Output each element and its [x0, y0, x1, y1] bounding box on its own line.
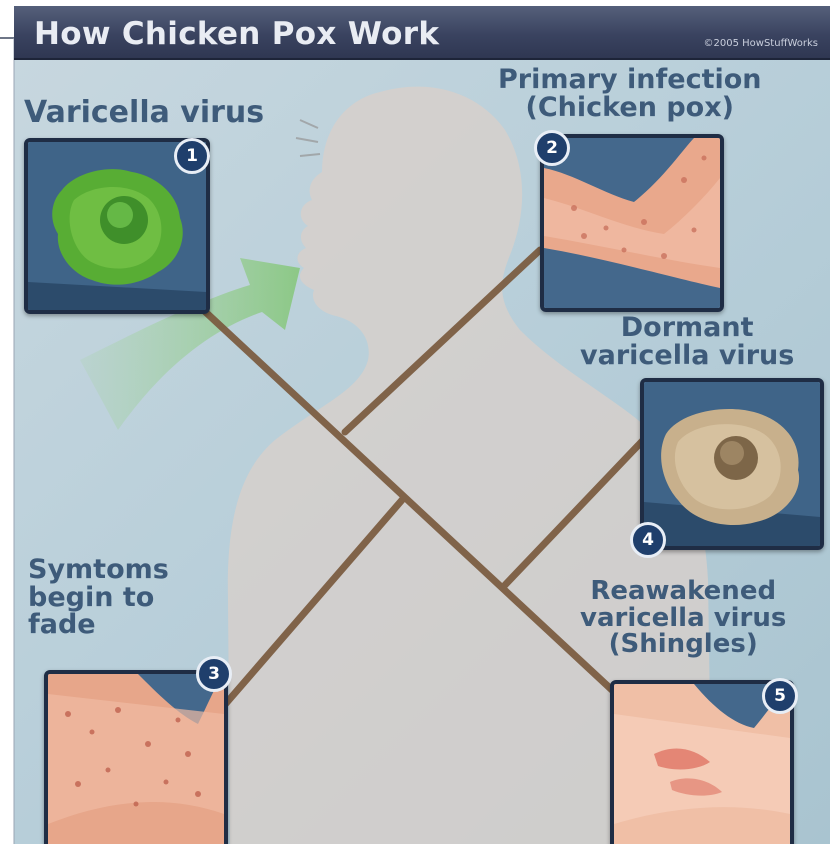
dormant-virus-icon [644, 382, 820, 546]
stage-3-label-line: begin to [28, 584, 169, 612]
stage-1-label: Varicella virus [24, 98, 264, 129]
stage-2-panel [540, 134, 724, 312]
stage-3-label-line: Symtoms [28, 556, 169, 584]
stage-4-badge: 4 [630, 522, 666, 558]
stage-5-label: Reawakened varicella virus (Shingles) [580, 578, 786, 658]
stage-5-label-line: varicella virus [580, 605, 786, 632]
stage-3-label-line: fade [28, 611, 169, 639]
stage-2-label-line: (Chicken pox) [498, 94, 762, 122]
rash-elbow-icon [48, 674, 224, 844]
stage-3-label: Symtoms begin to fade [28, 556, 169, 639]
stage-2-label-line: Primary infection [498, 66, 762, 94]
stage-4-label-line: Dormant [580, 314, 794, 342]
stage-3-panel [44, 670, 228, 844]
stage-2-label: Primary infection (Chicken pox) [498, 66, 762, 121]
rash-elbow-icon [544, 138, 720, 308]
stage-1-label-line: Varicella virus [24, 98, 264, 129]
stage-4-panel [640, 378, 824, 550]
page-title: How Chicken Pox Work [34, 16, 439, 52]
stage-5-label-line: (Shingles) [580, 631, 786, 658]
stage-1-badge: 1 [174, 138, 210, 174]
copyright-notice: ©2005 HowStuffWorks [704, 38, 818, 49]
stage-4-label-line: varicella virus [580, 342, 794, 370]
stage-3-badge: 3 [196, 656, 232, 692]
stage-2-badge: 2 [534, 130, 570, 166]
stage-5-badge: 5 [762, 678, 798, 714]
stage-4-label: Dormant varicella virus [580, 314, 794, 369]
shingles-elbow-icon [614, 684, 790, 844]
title-bar: How Chicken Pox Work ©2005 HowStuffWorks [14, 6, 830, 60]
stage-5-label-line: Reawakened [580, 578, 786, 605]
